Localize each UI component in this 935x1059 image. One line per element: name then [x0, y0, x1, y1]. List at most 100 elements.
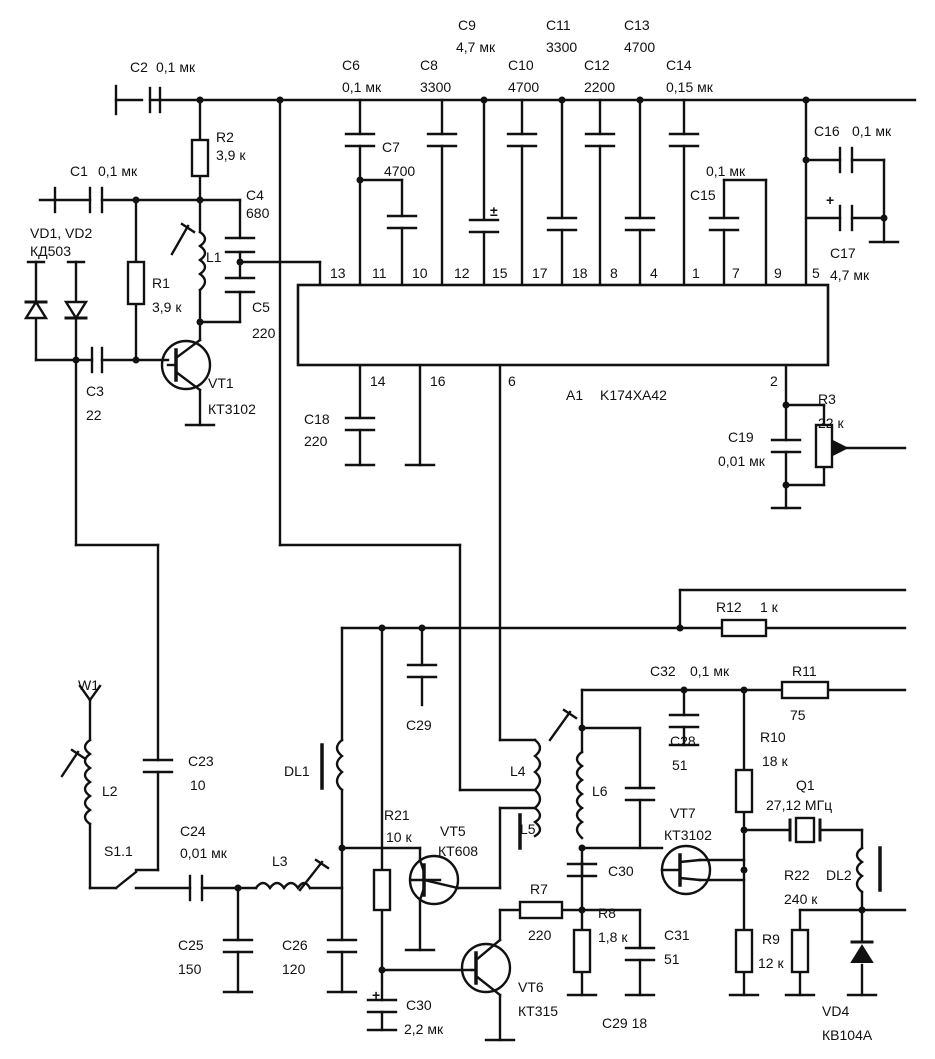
- r11-ref: R11: [792, 663, 817, 679]
- c2-ref: C2: [130, 59, 148, 75]
- c2-value: 0,1 мк: [156, 59, 196, 75]
- s1-ref: S1.1: [104, 843, 133, 859]
- r21-body: [372, 868, 392, 912]
- l2-coil: [83, 738, 93, 826]
- c9-ref: C9: [458, 17, 476, 33]
- dl1-ref: DL1: [284, 763, 310, 779]
- r9-body: [734, 928, 754, 974]
- r1-ref: R1: [152, 275, 170, 291]
- svg-text:C30: C30: [406, 997, 432, 1013]
- antenna-symbol: [78, 684, 102, 702]
- c19-value: 0,01 мк: [718, 453, 766, 469]
- r3-body: [814, 423, 834, 469]
- capacitor-symbols: [88, 86, 854, 1014]
- q1-ref: Q1: [796, 777, 815, 793]
- l6-coil: [575, 750, 585, 840]
- vd12-value: КД503: [30, 243, 71, 259]
- r12-body: [720, 618, 768, 638]
- c29-ref: C30: [608, 863, 634, 879]
- dl2-coil: [855, 846, 865, 894]
- c3-ref: C3: [86, 383, 104, 399]
- vd4-ref: VD4: [822, 1003, 849, 1019]
- q1-value: 27,12 МГц: [766, 797, 832, 813]
- r1-body: [126, 260, 146, 306]
- r21-value: 10 к: [386, 829, 412, 845]
- l3-coil: [254, 881, 312, 891]
- chip-a1: [296, 283, 830, 367]
- c24-ref: C24: [180, 823, 206, 839]
- c9-value: 4,7 мк: [456, 39, 496, 55]
- r10-value: 18 к: [762, 753, 788, 769]
- c15-value: 0,1 мк: [706, 163, 746, 179]
- resistor-symbols: [126, 138, 834, 974]
- c17-ref: C17: [830, 245, 856, 261]
- vt1-ref: VT1: [208, 375, 234, 391]
- c19-ref: C19: [728, 429, 754, 445]
- vd4-value: КВ104А: [822, 1027, 873, 1043]
- c11-value: 3300: [546, 39, 577, 55]
- c16-ref: C16: [814, 123, 840, 139]
- c29-note: C29 18: [602, 1015, 647, 1031]
- r3-value: 22 к: [818, 415, 844, 431]
- r2-body: [190, 138, 210, 178]
- vt6-ref: VT6: [518, 979, 544, 995]
- pin-11: 11: [372, 265, 387, 281]
- r10-body: [734, 768, 754, 814]
- labels: C2 0,1 мк R2 3,9 к C1 0,1 мк VD1, VD2 КД…: [30, 17, 892, 1043]
- r8-value: 1,8 к: [598, 929, 628, 945]
- c7-value: 4700: [384, 163, 415, 179]
- c13-value: 4700: [624, 39, 655, 55]
- c14-ref: C14: [666, 57, 692, 73]
- c5-ref: C5: [252, 299, 270, 315]
- chip-type: K174XA42: [600, 387, 667, 403]
- c30-value-text: 2,2 мк: [404, 1021, 444, 1037]
- l5-coil: [532, 806, 542, 838]
- c6-ref: C6: [342, 57, 360, 73]
- dl1-coil: [335, 738, 344, 792]
- c23-ref: C23: [188, 753, 214, 769]
- c25-value: 150: [178, 961, 202, 977]
- l5-ref: L5: [520, 821, 536, 837]
- l4-coil: [533, 738, 542, 810]
- c26-value: 120: [282, 961, 306, 977]
- vd12-ref: VD1, VD2: [30, 225, 92, 241]
- r7-ref: R7: [530, 881, 548, 897]
- pin-2: 2: [770, 373, 778, 389]
- r8-ref: R8: [598, 905, 616, 921]
- c14-value: 0,15 мк: [666, 79, 714, 95]
- pin-10: 10: [412, 265, 428, 281]
- c26-ref: C26: [282, 937, 308, 953]
- c18-ref: C18: [304, 411, 330, 427]
- pin-12: 12: [454, 265, 470, 281]
- c32-value: 0,1 мк: [690, 663, 730, 679]
- c31-value: 51: [664, 951, 680, 967]
- r22-value: 240 к: [784, 891, 818, 907]
- ground-symbols: [38, 186, 900, 1042]
- pin-7: 7: [732, 265, 740, 281]
- vt1-value: КТ3102: [208, 401, 256, 417]
- c10-value: 4700: [508, 79, 539, 95]
- r22-ref: R22: [784, 867, 810, 883]
- c28-value: 51: [672, 757, 688, 773]
- c24-value: 0,01 мк: [180, 845, 228, 861]
- r7-body: [518, 900, 564, 920]
- junction-dots: [72, 96, 888, 974]
- c31-ref: C31: [664, 927, 690, 943]
- c7-ref: C7: [382, 139, 400, 155]
- r12-ref: R12: [716, 599, 742, 615]
- pin-16: 16: [430, 373, 446, 389]
- r21-ref: R21: [384, 807, 410, 823]
- pin-9: 9: [774, 265, 782, 281]
- c4-value: 680: [246, 205, 270, 221]
- r3-wiper-arrow: [832, 440, 849, 456]
- r2-value: 3,9 к: [216, 147, 246, 163]
- r9-value: 12 к: [758, 955, 784, 971]
- svg-text:+: +: [372, 987, 380, 1003]
- chip-ref: A1: [566, 387, 583, 403]
- pin-15: 15: [492, 265, 508, 281]
- r1-value: 3,9 к: [152, 299, 182, 315]
- pin-1: 1: [692, 265, 700, 281]
- r7-value: 220: [528, 927, 552, 943]
- l3-ref: L3: [272, 853, 288, 869]
